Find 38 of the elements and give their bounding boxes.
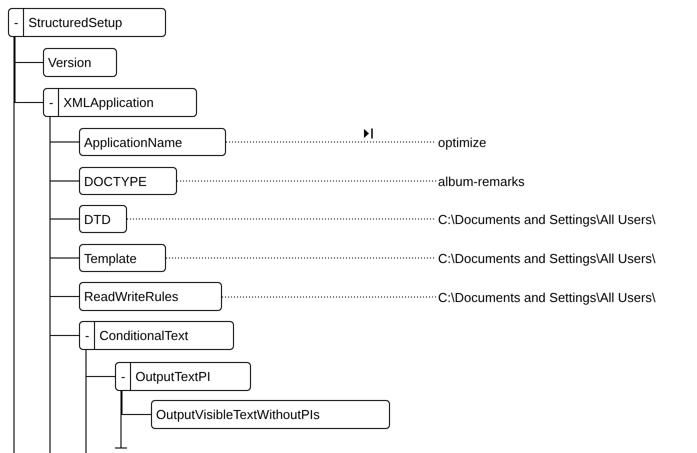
element-box <box>43 88 197 117</box>
element-box <box>8 8 166 37</box>
dotted-leader-line <box>222 296 436 298</box>
collapse-toggle: - <box>116 363 130 390</box>
value-text: C:\Documents and Settings\All Users\ <box>438 212 656 226</box>
element-box <box>79 321 234 350</box>
element-label: Version <box>47 54 92 72</box>
element-box <box>79 205 127 233</box>
dotted-leader-line <box>176 180 436 182</box>
element-label: DTD <box>83 210 112 228</box>
element-label: ApplicationName <box>83 134 184 152</box>
element-label: OutputTextPI <box>130 363 250 390</box>
tree-connector <box>50 116 80 336</box>
element-box <box>43 48 117 77</box>
collapse-toggle: - <box>80 322 94 349</box>
dotted-leader-line <box>126 218 436 220</box>
element-label: OutputVisibleTextWithoutPIs <box>155 406 321 424</box>
element-box <box>79 282 222 311</box>
element-box <box>115 362 251 391</box>
element-label: ConditionalText <box>94 322 233 349</box>
value-text: album-remarks <box>438 174 525 188</box>
element-label: DOCTYPE <box>83 172 148 190</box>
collapse-toggle: - <box>9 9 24 36</box>
value-text: C:\Documents and Settings\All Users\ <box>438 250 656 266</box>
element-box <box>79 167 177 195</box>
element-label: StructuredSetup <box>23 9 165 36</box>
tree-connector <box>86 350 116 377</box>
tree-connector <box>122 390 152 415</box>
element-label: XMLApplication <box>58 89 196 116</box>
collapse-toggle: - <box>44 89 58 116</box>
element-box <box>79 244 166 272</box>
element-box <box>151 400 390 429</box>
element-label: ReadWriteRules <box>83 288 180 306</box>
element-label: Template <box>83 250 138 268</box>
value-text: C:\Documents and Settings\All Users\ <box>438 290 656 304</box>
element-box <box>79 128 226 156</box>
value-text: optimize <box>438 134 486 150</box>
tree-connector <box>14 36 44 103</box>
